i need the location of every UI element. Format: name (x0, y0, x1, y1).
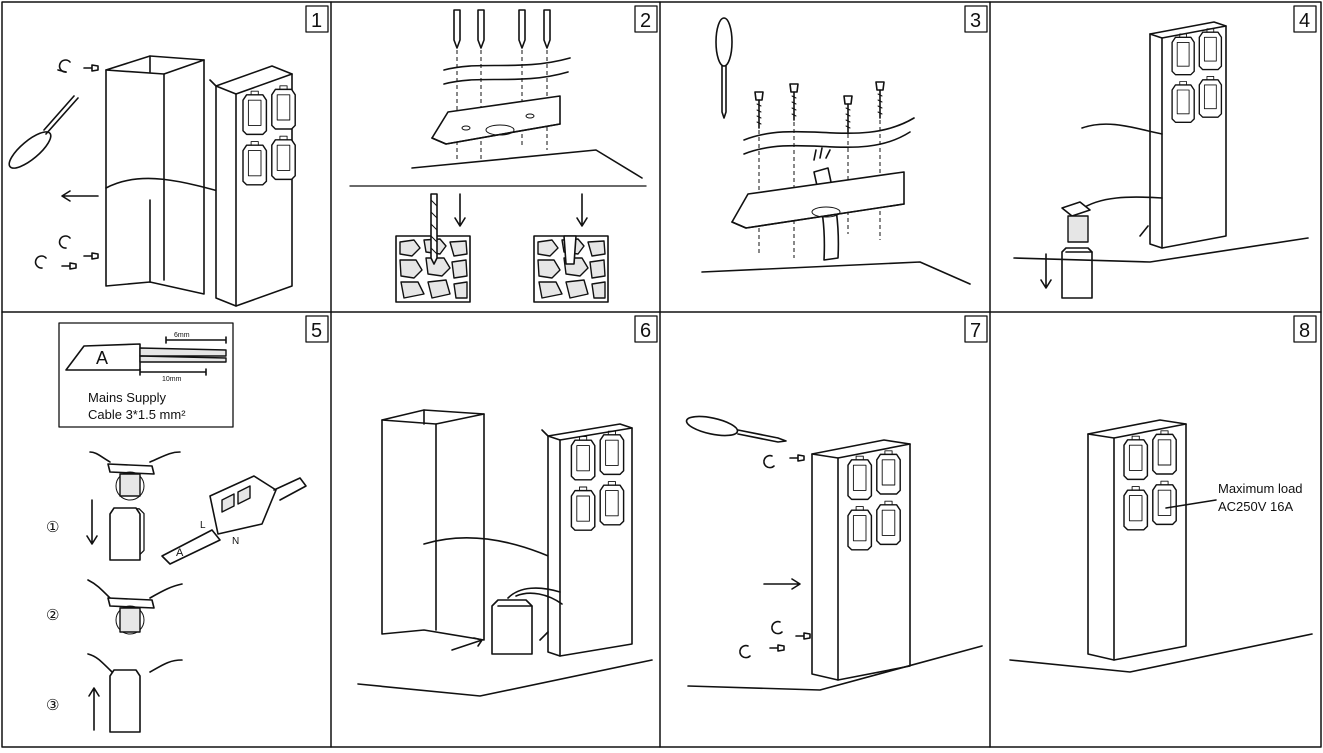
screw-icons (739, 454, 811, 659)
load-label-leader (1165, 499, 1217, 509)
panel-7-refit-cover (685, 415, 983, 691)
panel-6-insert-box (357, 409, 653, 697)
panel-number-1: 1 (311, 10, 322, 32)
push-arrow-icon (763, 578, 801, 590)
panel-3-screw-base (701, 17, 971, 285)
pull-arrow-icon (61, 190, 99, 202)
panel-number-3: 3 (970, 10, 981, 32)
panel-5-wiring: A 6mm 10mm Mains Supply Cable 3*1.5 mm² … (46, 322, 307, 733)
screw-icons (754, 81, 885, 133)
panel-number-badges: 1 2 3 4 5 6 7 8 (305, 5, 1317, 343)
cable-letter: A (96, 348, 108, 368)
step-3-marker: ③ (46, 696, 59, 714)
panel-2-mark-and-drill (349, 9, 647, 303)
cable-spec-box (58, 322, 234, 428)
screwdriver-icon (715, 17, 733, 119)
panel-number-5: 5 (311, 320, 322, 342)
strip-length-6mm: 6mm (174, 332, 190, 339)
terminal-connector: L N A (161, 475, 307, 565)
panel-number-7: 7 (970, 320, 981, 342)
screwdriver-icon (8, 95, 79, 169)
panel-number-4: 4 (1299, 10, 1310, 32)
panel-number-6: 6 (640, 320, 651, 342)
max-load-line1: Maximum load (1218, 481, 1303, 496)
nail-icons (453, 9, 551, 49)
connector-cable-letter: A (176, 547, 184, 559)
step-2-marker: ② (46, 606, 59, 624)
screwdriver-icon (685, 415, 787, 443)
max-load-line2: AC250V 16A (1218, 499, 1293, 514)
panel-8-finished: Maximum load AC250V 16A (1009, 419, 1313, 673)
strip-length-10mm: 10mm (162, 376, 182, 383)
insert-arrow-icon (451, 637, 483, 651)
screw-icons (34, 59, 99, 270)
connector-letter-n: N (232, 536, 239, 547)
panel-1-remove-cover (8, 55, 295, 307)
panel-number-8: 8 (1299, 320, 1310, 342)
step-1-marker: ① (46, 518, 59, 536)
panel-4-connect-cable (1013, 21, 1309, 299)
cable-description-line2: Cable 3*1.5 mm² (88, 407, 186, 422)
cable-description-line1: Mains Supply (88, 390, 167, 405)
panel-number-2: 2 (640, 10, 651, 32)
connector-letter-l: L (200, 520, 206, 531)
